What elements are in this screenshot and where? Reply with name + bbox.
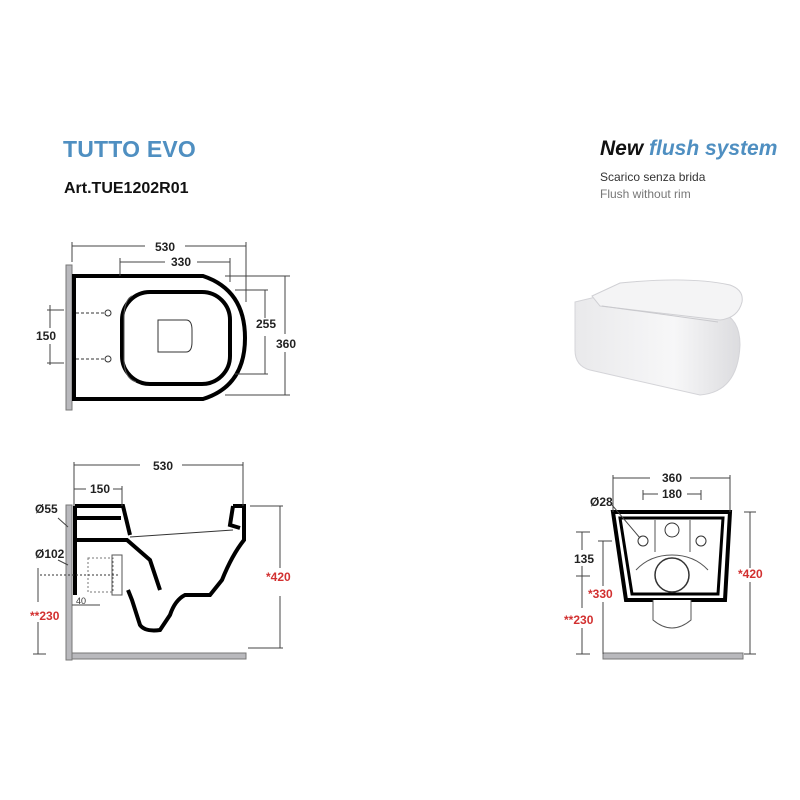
- outlet-icon: [654, 557, 690, 593]
- dim-top-530: 530: [155, 240, 175, 254]
- feature-title-prefix: New: [600, 137, 644, 160]
- feature-subtitle-italian: Scarico senza brida: [600, 170, 706, 184]
- feature-title-accent: flush system: [649, 137, 778, 160]
- dim-front-360: 360: [662, 471, 682, 485]
- fixing-hole-icon: [695, 535, 707, 547]
- bowl-outline-side: [73, 504, 162, 595]
- dim-side-40: 40: [76, 596, 86, 606]
- feature-subtitle-english: Flush without rim: [600, 187, 691, 201]
- dim-front-135: 135: [574, 552, 594, 566]
- dim-top-150: 150: [36, 329, 56, 343]
- dim-top-330: 330: [171, 255, 191, 269]
- bowl-outline-front: [610, 510, 733, 602]
- dim-top-255: 255: [256, 317, 276, 331]
- dim-front-rim-height: *420: [738, 567, 763, 581]
- side-view-drawing: 530 150 Ø55 Ø102 40 **230 *420: [30, 459, 291, 661]
- wall-side: [65, 504, 73, 661]
- wall-plan: [65, 264, 73, 411]
- inlet-hole-icon: [664, 522, 680, 538]
- dim-front-fixing-height: *330: [588, 587, 613, 601]
- floor-front: [602, 652, 744, 660]
- top-view-drawing: 530 330 255 360 150: [36, 240, 296, 411]
- dim-side-530: 530: [153, 459, 173, 473]
- floor-side: [71, 652, 247, 660]
- fixing-hole-icon: [104, 309, 112, 317]
- article-code: Art.TUE1202R01: [64, 180, 189, 197]
- dim-side-outlet-diameter: Ø102: [35, 547, 65, 561]
- dim-side-outlet-height: **230: [30, 609, 60, 623]
- dim-side-150: 150: [90, 482, 110, 496]
- dim-front-180: 180: [662, 487, 682, 501]
- dim-front-hole-diameter: Ø28: [590, 495, 613, 509]
- dim-front-outlet-height: **230: [564, 613, 594, 627]
- fixing-hole-icon: [637, 535, 649, 547]
- fixing-hole-icon: [104, 355, 112, 363]
- product-title: TUTTO EVO: [63, 136, 196, 162]
- dim-side-rim-height: *420: [266, 570, 291, 584]
- dim-side-inlet-diameter: Ø55: [35, 502, 58, 516]
- feature-title: New flush system: [600, 137, 777, 161]
- toilet-lid: [591, 279, 743, 321]
- seat-hinge-outline: [157, 319, 193, 353]
- front-view-drawing: 360 180 Ø28 135 *330 **230 *420: [564, 471, 763, 660]
- dim-top-360: 360: [276, 337, 296, 351]
- product-render-image: [574, 279, 743, 396]
